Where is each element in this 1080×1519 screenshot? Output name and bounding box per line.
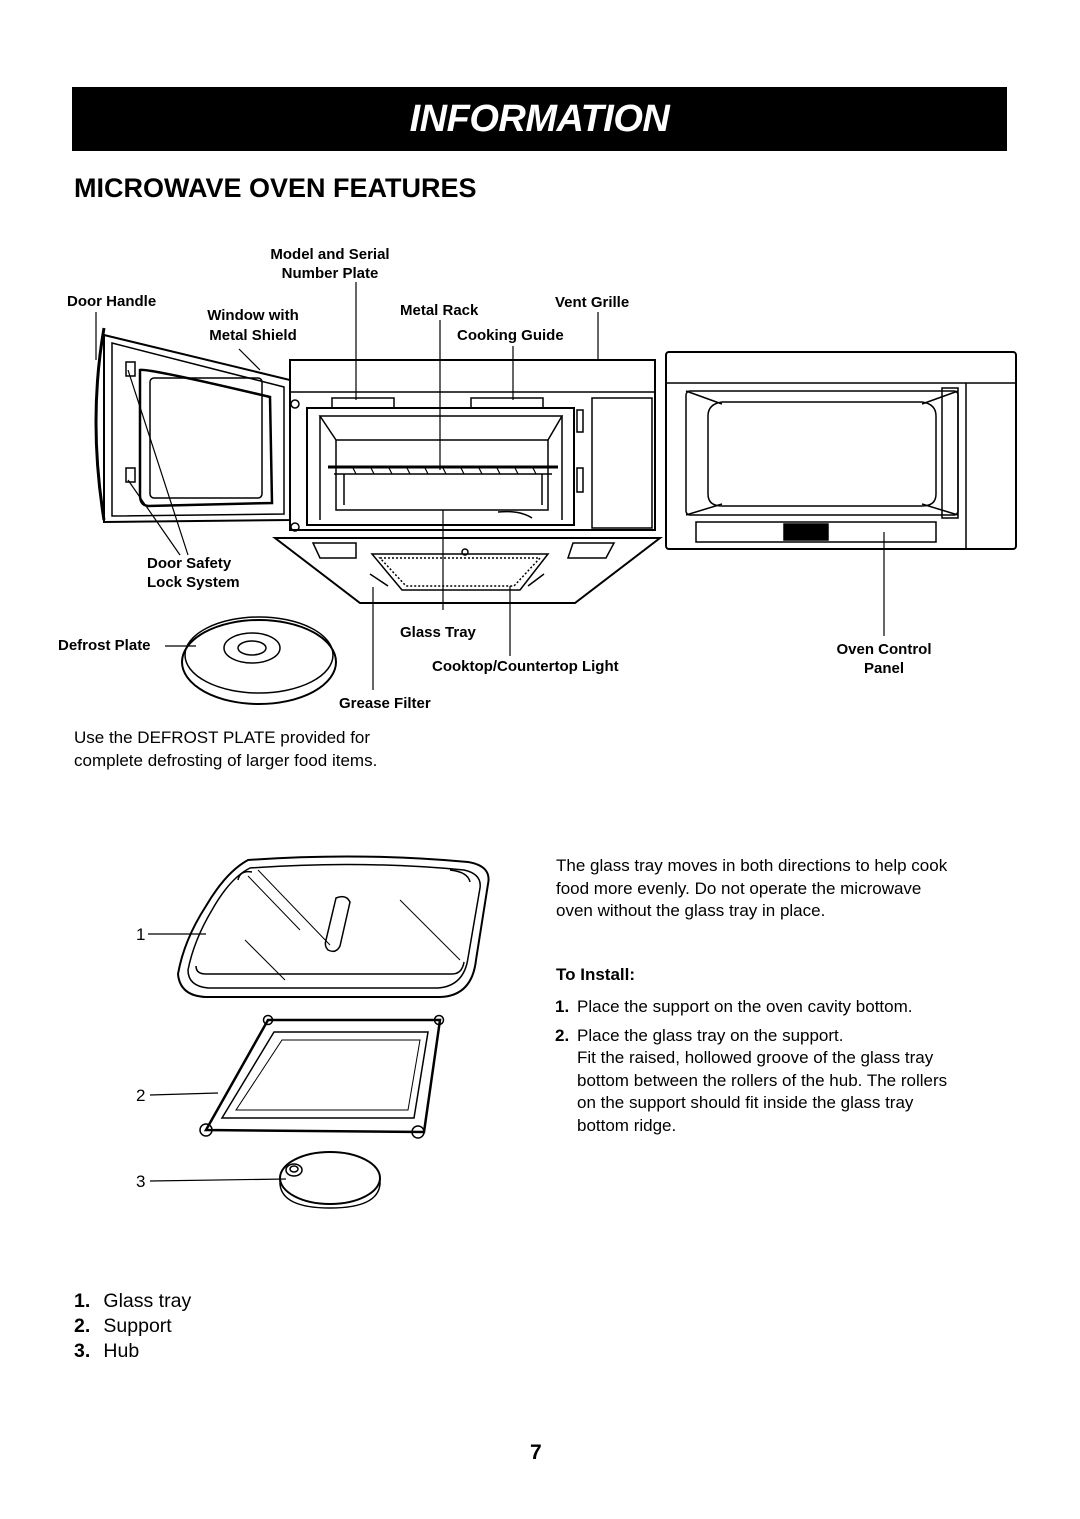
section-title: MICROWAVE OVEN FEATURES bbox=[74, 173, 477, 203]
label-door-safety: Door Safety Lock System bbox=[147, 554, 240, 592]
label-door-safety-line1: Door Safety bbox=[147, 555, 232, 572]
legend-text: Hub bbox=[103, 1340, 140, 1362]
install-step-2-text: Place the glass tray on the support. Fit… bbox=[577, 1025, 947, 1138]
install-step-2-line: bottom ridge. bbox=[577, 1115, 677, 1135]
label-metal-rack: Metal Rack bbox=[400, 302, 479, 319]
label-door-handle: Door Handle bbox=[67, 293, 157, 310]
defrost-note: Use the DEFROST PLATE provided for compl… bbox=[74, 727, 377, 772]
defrost-note-line2: complete defrosting of larger food items… bbox=[74, 750, 378, 770]
label-oven-control-line1: Oven Control bbox=[836, 641, 932, 658]
label-glass-tray: Glass Tray bbox=[400, 624, 476, 641]
open-door-illustration bbox=[94, 327, 300, 532]
label-model-serial: Model and Serial Number Plate bbox=[258, 245, 402, 283]
install-step-2-line: Fit the raised, hollowed groove of the g… bbox=[577, 1048, 934, 1067]
figure-number-3: 3 bbox=[136, 1172, 146, 1191]
defrost-plate-illustration bbox=[181, 616, 337, 705]
label-vent-grille: Vent Grille bbox=[555, 294, 630, 311]
hub-illustration bbox=[279, 1151, 381, 1209]
legend-item: 1. Glass tray bbox=[74, 1289, 191, 1314]
parts-legend: 1. Glass tray 2. Support 3. Hub bbox=[74, 1289, 191, 1364]
oven-body-illustration bbox=[272, 359, 663, 604]
information-banner: INFORMATION bbox=[72, 87, 1007, 151]
legend-item: 2. Support bbox=[74, 1314, 191, 1339]
install-step-2-line: Place the glass tray on the support. bbox=[577, 1025, 844, 1045]
label-oven-control-panel: Oven Control Panel bbox=[820, 640, 948, 678]
label-window-line2: Metal Shield bbox=[209, 327, 297, 344]
tray-text-line1: The glass tray moves in both directions … bbox=[556, 856, 948, 875]
legend-text: Support bbox=[103, 1315, 172, 1337]
legend-number: 1. bbox=[74, 1290, 91, 1312]
tray-text-line2: food more evenly. Do not operate the mic… bbox=[556, 878, 922, 898]
number-leader-lines bbox=[148, 933, 287, 1182]
install-step-2-number: 2. bbox=[555, 1025, 570, 1045]
label-window-metal-shield: Window with Metal Shield bbox=[190, 306, 316, 345]
label-cooking-guide: Cooking Guide bbox=[457, 327, 564, 344]
tray-assembly-diagram bbox=[148, 855, 490, 1209]
install-step-2: 2. Place the glass tray on the support. … bbox=[555, 1025, 947, 1138]
install-step-1: 1. Place the support on the oven cavity … bbox=[555, 996, 947, 1019]
legend-item: 3. Hub bbox=[74, 1339, 191, 1364]
closed-oven-illustration bbox=[665, 351, 1017, 550]
install-step-1-text: Place the support on the oven cavity bot… bbox=[577, 997, 913, 1016]
page-number: 7 bbox=[530, 1441, 542, 1464]
tray-text-line3: oven without the glass tray in place. bbox=[556, 901, 826, 920]
figure-number-2: 2 bbox=[136, 1086, 146, 1105]
install-step-2-line: bottom between the rollers of the hub. T… bbox=[577, 1070, 948, 1090]
legend-number: 3. bbox=[74, 1340, 91, 1362]
defrost-note-line1: Use the DEFROST PLATE provided for bbox=[74, 728, 371, 747]
banner-title: INFORMATION bbox=[409, 97, 670, 140]
glass-tray-illustration bbox=[176, 855, 490, 998]
label-defrost-plate: Defrost Plate bbox=[58, 637, 151, 654]
legend-text: Glass tray bbox=[103, 1290, 192, 1312]
support-illustration bbox=[199, 1014, 445, 1139]
glass-tray-description: The glass tray moves in both directions … bbox=[556, 855, 947, 923]
install-heading: To Install: bbox=[556, 965, 636, 984]
label-grease-filter: Grease Filter bbox=[339, 695, 431, 712]
label-model-serial-line2: Number Plate bbox=[281, 265, 379, 282]
oven-features-diagram bbox=[94, 282, 1017, 705]
legend-number: 2. bbox=[74, 1315, 91, 1337]
figure-number-1: 1 bbox=[136, 925, 146, 944]
install-steps: 1. Place the support on the oven cavity … bbox=[555, 996, 947, 1137]
label-oven-control-line2: Panel bbox=[863, 660, 905, 677]
install-step-2-line: on the support should fit inside the gla… bbox=[577, 1093, 914, 1112]
label-model-serial-line1: Model and Serial bbox=[270, 246, 390, 263]
label-cooktop-light: Cooktop/Countertop Light bbox=[432, 658, 619, 675]
label-door-safety-line2: Lock System bbox=[147, 574, 240, 591]
label-window-line1: Window with bbox=[207, 307, 299, 324]
install-step-1-number: 1. bbox=[555, 997, 570, 1016]
leader-lines bbox=[95, 282, 885, 690]
